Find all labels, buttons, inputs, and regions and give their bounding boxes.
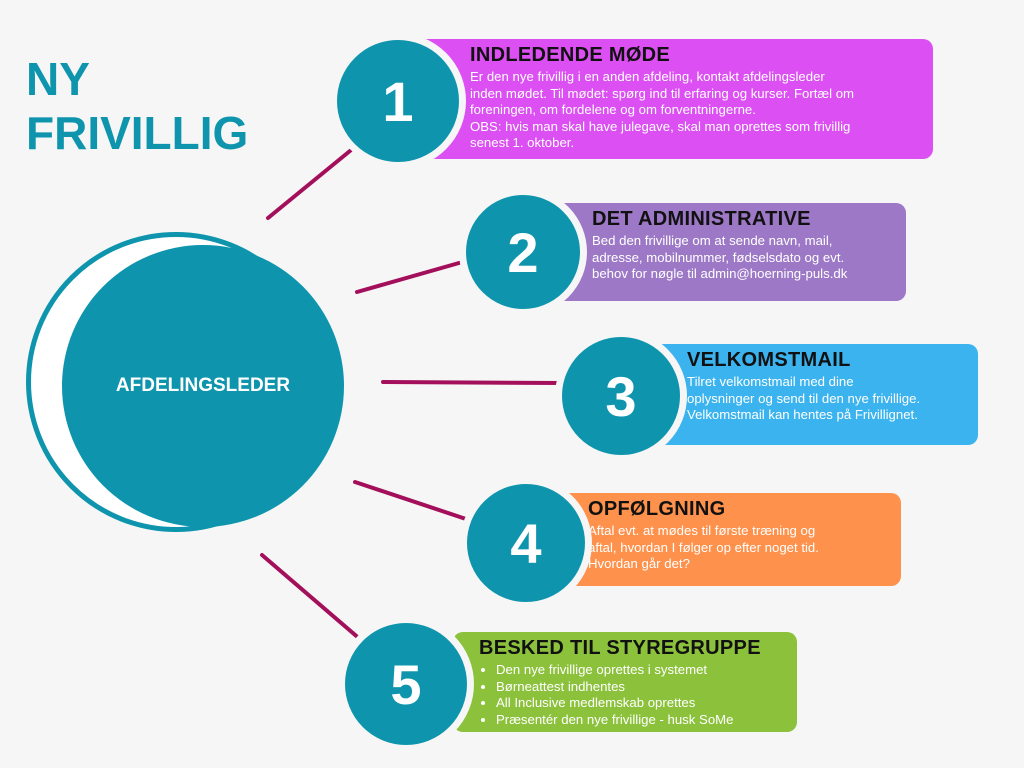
step-card-4: OPFØLGNING Aftal evt. at mødes til først…: [555, 493, 901, 586]
step-card-3: VELKOMSTMAIL Tilret velkomstmail med din…: [645, 344, 978, 445]
step-heading-3: VELKOMSTMAIL: [687, 349, 851, 371]
step-number-3: 3: [605, 364, 637, 428]
step-text-4-line-3: Hvordan går det?: [588, 556, 690, 571]
step-number-badge-2: 2: [459, 188, 587, 316]
step-text-1-line-5: senest 1. oktober.: [470, 135, 575, 150]
step-heading-5: BESKED TIL STYREGRUPPE: [479, 637, 761, 659]
connector-line-1: [266, 144, 358, 220]
step-heading-1: INDLEDENDE MØDE: [470, 44, 671, 66]
step-text-1-line-3: foreningen, om fordelene og om forventni…: [470, 102, 756, 117]
title-line-1: NY: [26, 53, 90, 105]
hub-circle: AFDELINGSLEDER: [62, 245, 344, 527]
step-heading-2: DET ADMINISTRATIVE: [592, 208, 811, 230]
step-number-badge-3: 3: [555, 330, 687, 462]
step-card-5: BESKED TIL STYREGRUPPE Den nye frivillig…: [453, 632, 797, 732]
step-text-2-line-3: behov for nøgle til admin@hoerning-puls.…: [592, 266, 848, 281]
step-bullet-5-2: Børneattest indhentes: [496, 679, 787, 696]
step-bullet-list-5: Den nye frivillige oprettes i systemet B…: [479, 662, 787, 728]
step-text-3-line-2: oplysninger og send til den nye frivilli…: [687, 390, 921, 406]
step-number-2: 2: [507, 220, 539, 284]
connector-line-4: [353, 480, 468, 521]
step-text-1-line-4: OBS: hvis man skal have julegave, skal m…: [470, 118, 851, 134]
step-number-1: 1: [382, 69, 414, 133]
step-card-1: INDLEDENDE MØDE Er den nye frivillig i e…: [410, 39, 933, 159]
step-number-5: 5: [390, 652, 422, 716]
step-heading-4: OPFØLGNING: [588, 498, 726, 520]
hub-label: AFDELINGSLEDER: [115, 375, 291, 396]
step-text-2-line-1: Bed den frivillige om at sende navn, mai…: [592, 233, 833, 248]
step-text-4-line-1: Aftal evt. at mødes til første træning o…: [588, 523, 816, 538]
step-bullet-5-1: Den nye frivillige oprettes i systemet: [496, 662, 787, 679]
step-text-4-line-2: aftal, hvordan I følger op efter noget t…: [588, 539, 819, 555]
step-bullet-5-3: All Inclusive medlemskab oprettes: [496, 695, 787, 712]
title-line-2: FRIVILLIG: [26, 107, 249, 159]
step-text-1-line-1: Er den nye frivillig i en anden afdeling…: [470, 69, 825, 84]
step-bullet-5-4: Præsentér den nye frivillige - husk SoMe: [496, 712, 787, 729]
step-text-3-line-3: Velkomstmail kan hentes på Frivillignet.: [687, 407, 918, 422]
step-card-2: DET ADMINISTRATIVE Bed den frivillige om…: [550, 203, 906, 301]
step-number-badge-1: 1: [330, 33, 466, 169]
step-number-4: 4: [510, 511, 542, 575]
connector-line-5: [260, 553, 363, 642]
connector-line-3: [381, 380, 564, 385]
step-text-3-line-1: Tilret velkomstmail med dine: [687, 374, 854, 389]
connector-line-2: [355, 259, 468, 294]
step-number-badge-4: 4: [460, 477, 592, 609]
step-text-2-line-2: adresse, mobilnummer, fødselsdato og evt…: [592, 249, 845, 265]
step-text-1-line-2: inden mødet. Til mødet: spørg ind til er…: [470, 85, 855, 101]
page-title: NY FRIVILLIG: [26, 52, 248, 160]
step-number-badge-5: 5: [338, 616, 474, 752]
